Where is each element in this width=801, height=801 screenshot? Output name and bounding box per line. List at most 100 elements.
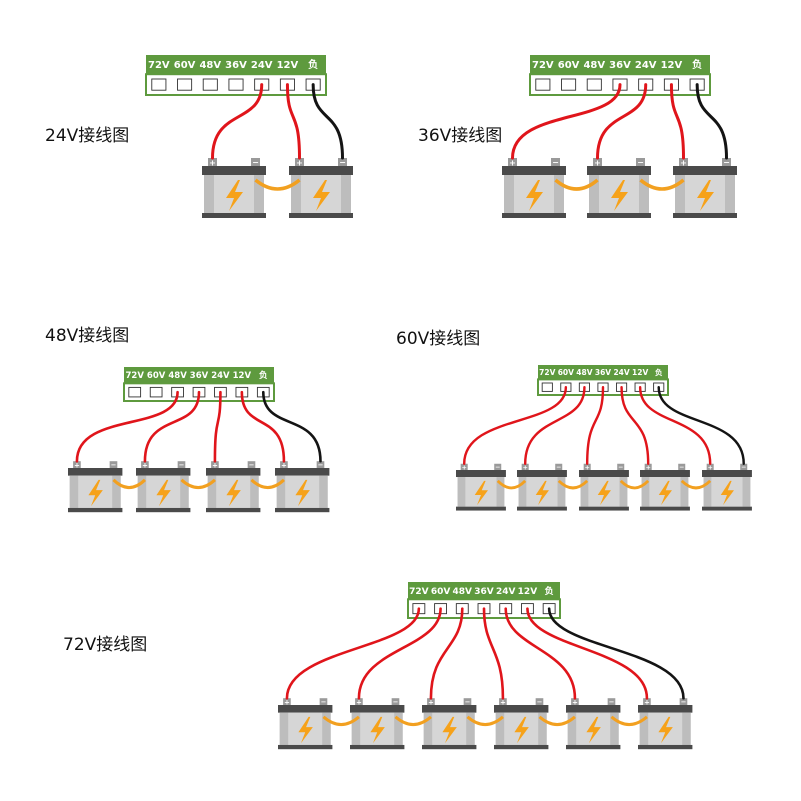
lightning-bolt-icon (474, 480, 488, 506)
terminal-label: 60V (174, 60, 196, 71)
battery-lid (68, 468, 123, 476)
positive-wire (585, 385, 605, 465)
plus-sign: + (74, 462, 80, 470)
battery-base (566, 744, 621, 750)
battery-base (494, 744, 549, 750)
positive-post (460, 463, 468, 471)
plus-sign: + (281, 462, 287, 470)
battery-shade-left (69, 475, 79, 508)
terminal-label: 72V (126, 371, 145, 381)
battery-icon: +− (350, 698, 405, 750)
positive-post (644, 463, 652, 471)
battery-icon: +− (702, 463, 752, 511)
battery-lid (456, 470, 506, 478)
battery-shade-right (742, 477, 751, 507)
battery-shade-left (291, 175, 301, 213)
battery-shade-left (351, 712, 361, 745)
battery-base (579, 506, 629, 511)
plus-sign: + (212, 462, 218, 470)
battery-shade-right (322, 712, 331, 745)
battery-shade-right (341, 175, 351, 213)
battery-shade-left (703, 477, 712, 507)
terminal-label: 48V (168, 371, 187, 381)
lightning-bolt-icon (720, 480, 734, 506)
battery-shade-right (496, 477, 505, 507)
battery-shade-right (557, 477, 566, 507)
terminal-socket (586, 78, 602, 91)
battery-shade-right (619, 477, 628, 507)
battery-lid (278, 705, 333, 713)
battery-base (702, 506, 752, 511)
minus-sign: − (111, 461, 117, 469)
minus-sign: − (393, 698, 399, 706)
diagram-title-48v: 48V接线图 (45, 326, 130, 346)
plus-sign: + (680, 159, 687, 168)
series-bridge-wire (180, 478, 216, 490)
battery-icon: +− (673, 158, 737, 218)
terminal-label: 72V (409, 587, 429, 597)
battery-lid (673, 166, 737, 175)
series-bridge-wire (466, 715, 504, 727)
negative-post (722, 158, 731, 167)
battery-lid (638, 705, 693, 713)
battery-shade-right (394, 712, 403, 745)
terminal-label: 24V (496, 587, 516, 597)
terminal-label: 48V (576, 368, 592, 377)
positive-wire (511, 83, 622, 160)
series-bridge-wire (322, 715, 360, 727)
battery-lid (579, 470, 629, 478)
lightning-bolt-icon (313, 180, 330, 211)
battery-icon: +− (289, 158, 353, 218)
series-bridge-wire (554, 178, 599, 191)
battery-icon: +− (275, 461, 330, 513)
terminal-label-strip (538, 365, 668, 380)
minus-sign: − (465, 698, 471, 706)
terminal-label: 36V (609, 60, 631, 71)
positive-wire (462, 385, 568, 465)
battery-base (456, 506, 506, 511)
terminal-label: 36V (190, 371, 209, 381)
lightning-bolt-icon (226, 180, 243, 211)
battery-shade-right (554, 175, 564, 213)
positive-post (499, 698, 507, 706)
positive-wire (596, 83, 648, 160)
positive-post (679, 158, 688, 167)
lightning-bolt-icon (298, 716, 313, 744)
battery-shade-right (250, 475, 259, 508)
plus-sign: + (594, 159, 601, 168)
diagram-title-36v: 36V接线图 (418, 126, 503, 146)
terminal-label-strip (408, 582, 560, 600)
negative-post (636, 158, 645, 167)
series-bridge-wire (557, 479, 589, 490)
battery-shade-right (639, 175, 649, 213)
positive-post (583, 463, 591, 471)
terminal-socket (535, 78, 551, 91)
terminal-socket (128, 386, 142, 398)
positive-post (508, 158, 517, 167)
battery-shade-right (180, 475, 189, 508)
series-bridge-wire (680, 479, 712, 490)
series-bridge-wire (250, 478, 285, 490)
battery-shade-right (682, 712, 691, 745)
negative-post (391, 698, 400, 706)
battery-icon: +− (494, 698, 549, 750)
terminal-label: 72V (532, 60, 554, 71)
plus-sign: + (462, 465, 467, 472)
lightning-bolt-icon (597, 480, 611, 506)
minus-sign: − (723, 158, 730, 167)
terminal-socket (541, 382, 553, 392)
terminal-label-strip (530, 55, 710, 75)
negative-wire (695, 83, 728, 160)
plus-sign: + (142, 462, 148, 470)
battery-shade-left (137, 475, 147, 508)
terminal-socket (151, 78, 167, 91)
series-bridge-wire (639, 178, 685, 191)
terminal-label: 负 (692, 58, 702, 71)
battery-base (136, 507, 191, 513)
negative-post (109, 461, 118, 469)
positive-post (208, 158, 217, 167)
positive-post (141, 461, 149, 469)
lightning-bolt-icon (697, 180, 714, 211)
positive-post (211, 461, 219, 469)
